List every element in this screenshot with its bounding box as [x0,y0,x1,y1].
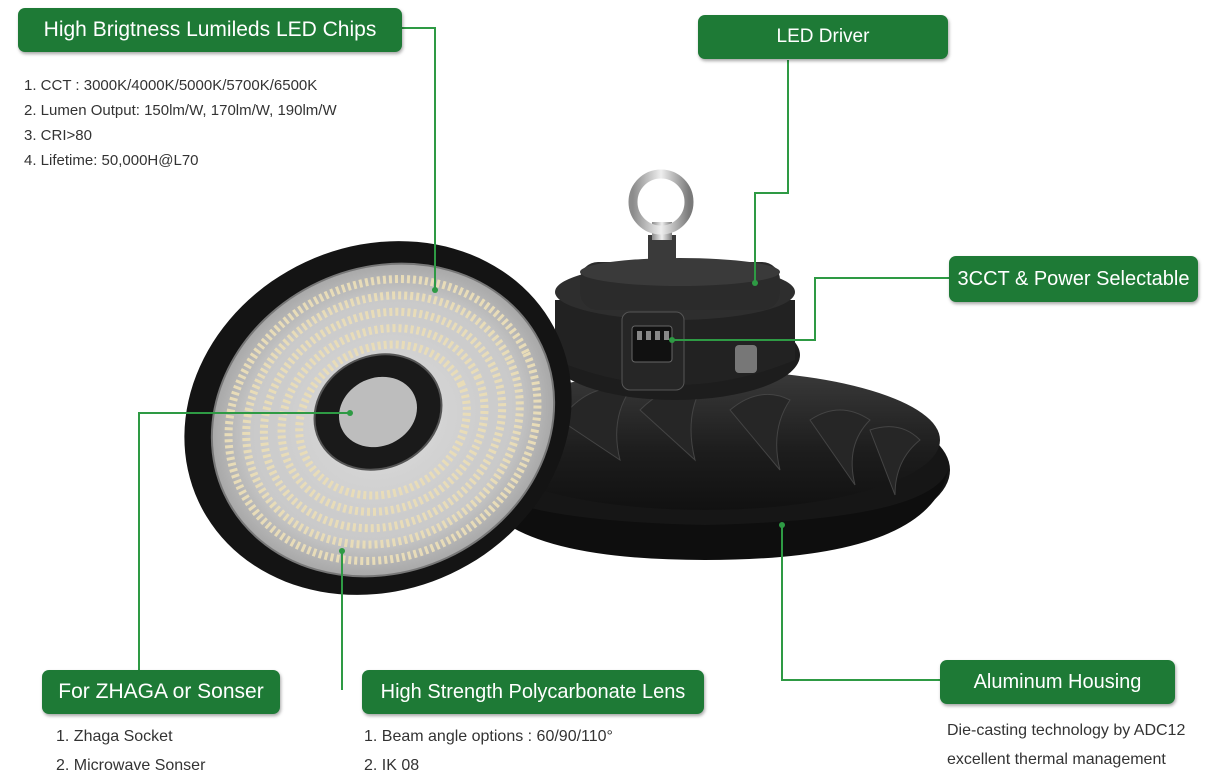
zhaga-title: For ZHAGA or Sonser [58,680,264,703]
front-lens-assembly [184,241,572,595]
eyebolt-hanger [628,169,694,280]
lens-title: High Strength Polycarbonate Lens [380,680,686,703]
led-chips-title: High Brigtness Lumileds LED Chips [43,18,377,41]
led-chips-callout: High Brigtness Lumileds LED Chips [18,8,402,52]
lens-callout: High Strength Polycarbonate Lens [362,670,704,714]
aluminum-housing [460,264,950,560]
led-driver-title: LED Driver [776,26,870,47]
leader-lines [138,27,949,690]
housing-title: Aluminum Housing [973,670,1142,693]
selectable-callout: 3CCT & Power Selectable [949,256,1198,302]
led-chips-specs: 1. CCT : 3000K/4000K/5000K/5700K/6500K 2… [24,73,337,173]
lens-spec-2: 2. IK 08 [364,757,420,774]
led-driver [580,258,780,391]
housing-spec-2: excellent thermal management [947,751,1166,768]
housing-specs: Die-casting technology by ADC12 excellen… [947,716,1185,774]
led-chips-spec-1: 1. CCT : 3000K/4000K/5000K/5700K/6500K [24,77,318,94]
led-chips-spec-4: 4. Lifetime: 50,000H@L70 [24,152,199,169]
lens-spec-1: 1. Beam angle options : 60/90/110° [364,728,613,745]
led-driver-callout: LED Driver [698,15,948,59]
led-chips-spec-3: 3. CRI>80 [24,127,92,144]
zhaga-callout: For ZHAGA or Sonser [42,670,280,714]
housing-spec-1: Die-casting technology by ADC12 [947,722,1186,739]
lens-specs: 1. Beam angle options : 60/90/110° 2. IK… [364,722,613,780]
zhaga-spec-1: 1. Zhaga Socket [56,728,173,745]
selectable-title: 3CCT & Power Selectable [957,267,1190,290]
zhaga-spec-2: 2. Microwave Sonser [56,757,206,774]
zhaga-specs: 1. Zhaga Socket 2. Microwave Sonser [56,722,205,780]
led-chips-spec-2: 2. Lumen Output: 150lm/W, 170lm/W, 190lm… [24,102,337,119]
housing-callout: Aluminum Housing [940,660,1175,704]
